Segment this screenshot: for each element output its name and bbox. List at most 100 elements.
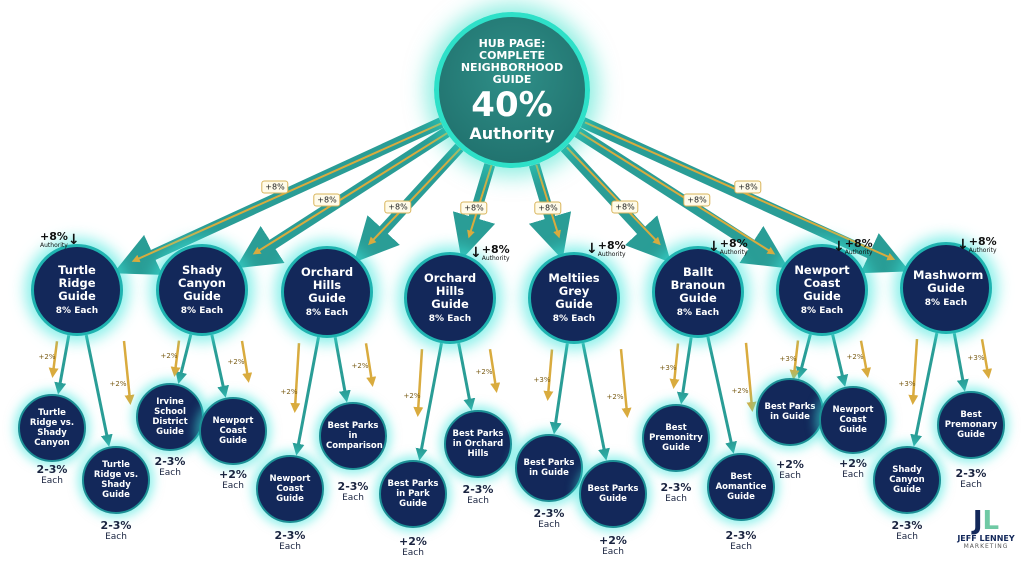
link-percent-label: +8% bbox=[313, 193, 341, 207]
child-value: 2-3% bbox=[955, 467, 987, 480]
child-name: Best Parks in Guide bbox=[764, 402, 816, 422]
child-each: Each bbox=[222, 481, 244, 491]
guide-to-child-arrow bbox=[54, 334, 71, 395]
child-name: Best Parks in Orchard Hills bbox=[452, 429, 504, 459]
child-name: Best Parks in Park Guide bbox=[387, 479, 439, 509]
child-node[interactable]: Best Parks in Orchard Hills bbox=[444, 410, 512, 478]
child-each: Each bbox=[602, 547, 624, 557]
authority-badge: ↓+8%Authority bbox=[957, 236, 997, 254]
child-flow-label: +2% bbox=[403, 392, 421, 400]
child-name: Newport Coast Guide bbox=[832, 405, 874, 435]
child-node[interactable]: Newport Coast Guide bbox=[199, 397, 267, 465]
authority-flow-arrow bbox=[131, 121, 444, 263]
authority-label: Authority bbox=[481, 255, 510, 262]
authority-badge: +8%Authority↓ bbox=[40, 231, 80, 249]
child-node[interactable]: Newport Coast Guide bbox=[819, 386, 887, 454]
link-percent-label: +8% bbox=[611, 200, 639, 214]
child-node[interactable]: Best Premonitry Guide bbox=[642, 404, 710, 472]
child-flow-label: +2% bbox=[351, 362, 369, 370]
child-name: Best Parks in Comparison bbox=[326, 421, 383, 451]
authority-badge: ↓+8%Authority bbox=[470, 244, 510, 262]
down-arrow-icon: ↓ bbox=[470, 245, 482, 261]
authority-label: Authority bbox=[719, 249, 748, 256]
child-value: 2-3% bbox=[337, 480, 369, 493]
child-caption: 2-3%Each bbox=[140, 455, 200, 479]
authority-value: +8% bbox=[968, 235, 997, 248]
guide-each: 8% Each bbox=[676, 308, 720, 318]
authority-flow-arrow bbox=[566, 146, 661, 246]
child-caption: +2%Each bbox=[823, 457, 883, 481]
guide-to-child-arrow bbox=[910, 332, 939, 447]
child-node[interactable]: Newport Coast Guide bbox=[256, 455, 324, 523]
guide-name: Turtle Ridge Guide bbox=[58, 263, 96, 303]
child-flow-arrow bbox=[669, 343, 680, 389]
child-caption: 2-3%Each bbox=[941, 467, 1001, 491]
child-node[interactable]: Best Premonary Guide bbox=[937, 391, 1005, 459]
child-name: Irvine School District Guide bbox=[152, 397, 188, 437]
child-caption: +2%Each bbox=[760, 459, 820, 482]
authority-flow-arrow bbox=[252, 131, 449, 255]
hub-to-guide-arrow bbox=[574, 127, 789, 269]
child-value: 2-3% bbox=[154, 455, 186, 468]
guide-to-child-arrow bbox=[292, 336, 320, 456]
child-flow-label: +3% bbox=[533, 376, 551, 384]
child-caption: 2-3%Each bbox=[323, 480, 383, 504]
child-flow-arrow bbox=[170, 340, 181, 377]
child-caption: 2-3%Each bbox=[877, 519, 937, 543]
child-node[interactable]: Best Aomantice Guide bbox=[707, 453, 775, 521]
child-value: 2-3% bbox=[274, 529, 306, 542]
logo-mark-icon: JL bbox=[972, 506, 1000, 536]
guide-to-child-arrow bbox=[415, 342, 443, 461]
authority-flow-arrow bbox=[467, 164, 493, 239]
guide-name: Orchard Hills Guide bbox=[423, 271, 477, 311]
child-node[interactable]: Best Parks in Guide bbox=[515, 434, 583, 502]
authority-label: Authority bbox=[597, 251, 626, 258]
authority-label: Authority bbox=[968, 247, 997, 254]
child-node[interactable]: Best Parks in Guide bbox=[756, 378, 824, 446]
down-arrow-icon: ↓ bbox=[67, 232, 80, 248]
child-node[interactable]: Best Parks Guide bbox=[579, 460, 647, 528]
child-node[interactable]: Turtle Ridge vs. Shady Guide bbox=[82, 446, 150, 514]
child-node[interactable]: Irvine School District Guide bbox=[136, 383, 204, 451]
child-name: Best Premonary Guide bbox=[944, 410, 998, 440]
child-value: 2-3% bbox=[660, 481, 692, 494]
child-flow-label: +2% bbox=[606, 393, 624, 401]
child-value: +2% bbox=[839, 457, 867, 470]
child-node[interactable]: Best Parks in Park Guide bbox=[379, 460, 447, 528]
logo-sub: MARKETING bbox=[963, 543, 1009, 550]
child-value: 2-3% bbox=[891, 519, 923, 532]
authority-label: Authority bbox=[844, 249, 873, 256]
child-flow-label: +2% bbox=[731, 387, 749, 395]
child-caption: +2%Each bbox=[583, 535, 643, 558]
authority-flow-arrow bbox=[368, 146, 463, 246]
down-arrow-icon: ↓ bbox=[708, 239, 720, 255]
guide-each: 8% Each bbox=[800, 306, 844, 316]
guide-each: 8% Each bbox=[305, 308, 349, 318]
child-flow-arrow bbox=[789, 340, 800, 380]
authority-value: +8% bbox=[597, 239, 626, 252]
authority-text: +8%Authority bbox=[969, 236, 997, 254]
child-caption: +2%Each bbox=[203, 469, 263, 492]
jeff-lenney-logo: JL JEFF LENNEY MARKETING bbox=[950, 508, 1022, 550]
child-flow-label: +2% bbox=[280, 388, 298, 396]
link-percent-label: +8% bbox=[460, 201, 488, 215]
child-flow-label: +3% bbox=[659, 364, 677, 372]
hub-node[interactable]: HUB PAGE: COMPLETE NEIGHBORHOOD GUIDE 40… bbox=[434, 12, 590, 168]
child-caption: 2-3%Each bbox=[86, 520, 146, 543]
child-node[interactable]: Best Parks in Comparison bbox=[319, 402, 387, 470]
link-percent-label: +8% bbox=[384, 200, 412, 214]
child-node[interactable]: Shady Canyon Guide bbox=[873, 446, 941, 514]
child-each: Each bbox=[342, 493, 364, 503]
child-node[interactable]: Turtle Ridge vs. Shady Canyon bbox=[18, 394, 86, 462]
guide-to-child-arrow bbox=[175, 334, 193, 385]
child-caption: 2-3%Each bbox=[519, 508, 579, 531]
child-caption: 2-3%Each bbox=[448, 484, 508, 507]
